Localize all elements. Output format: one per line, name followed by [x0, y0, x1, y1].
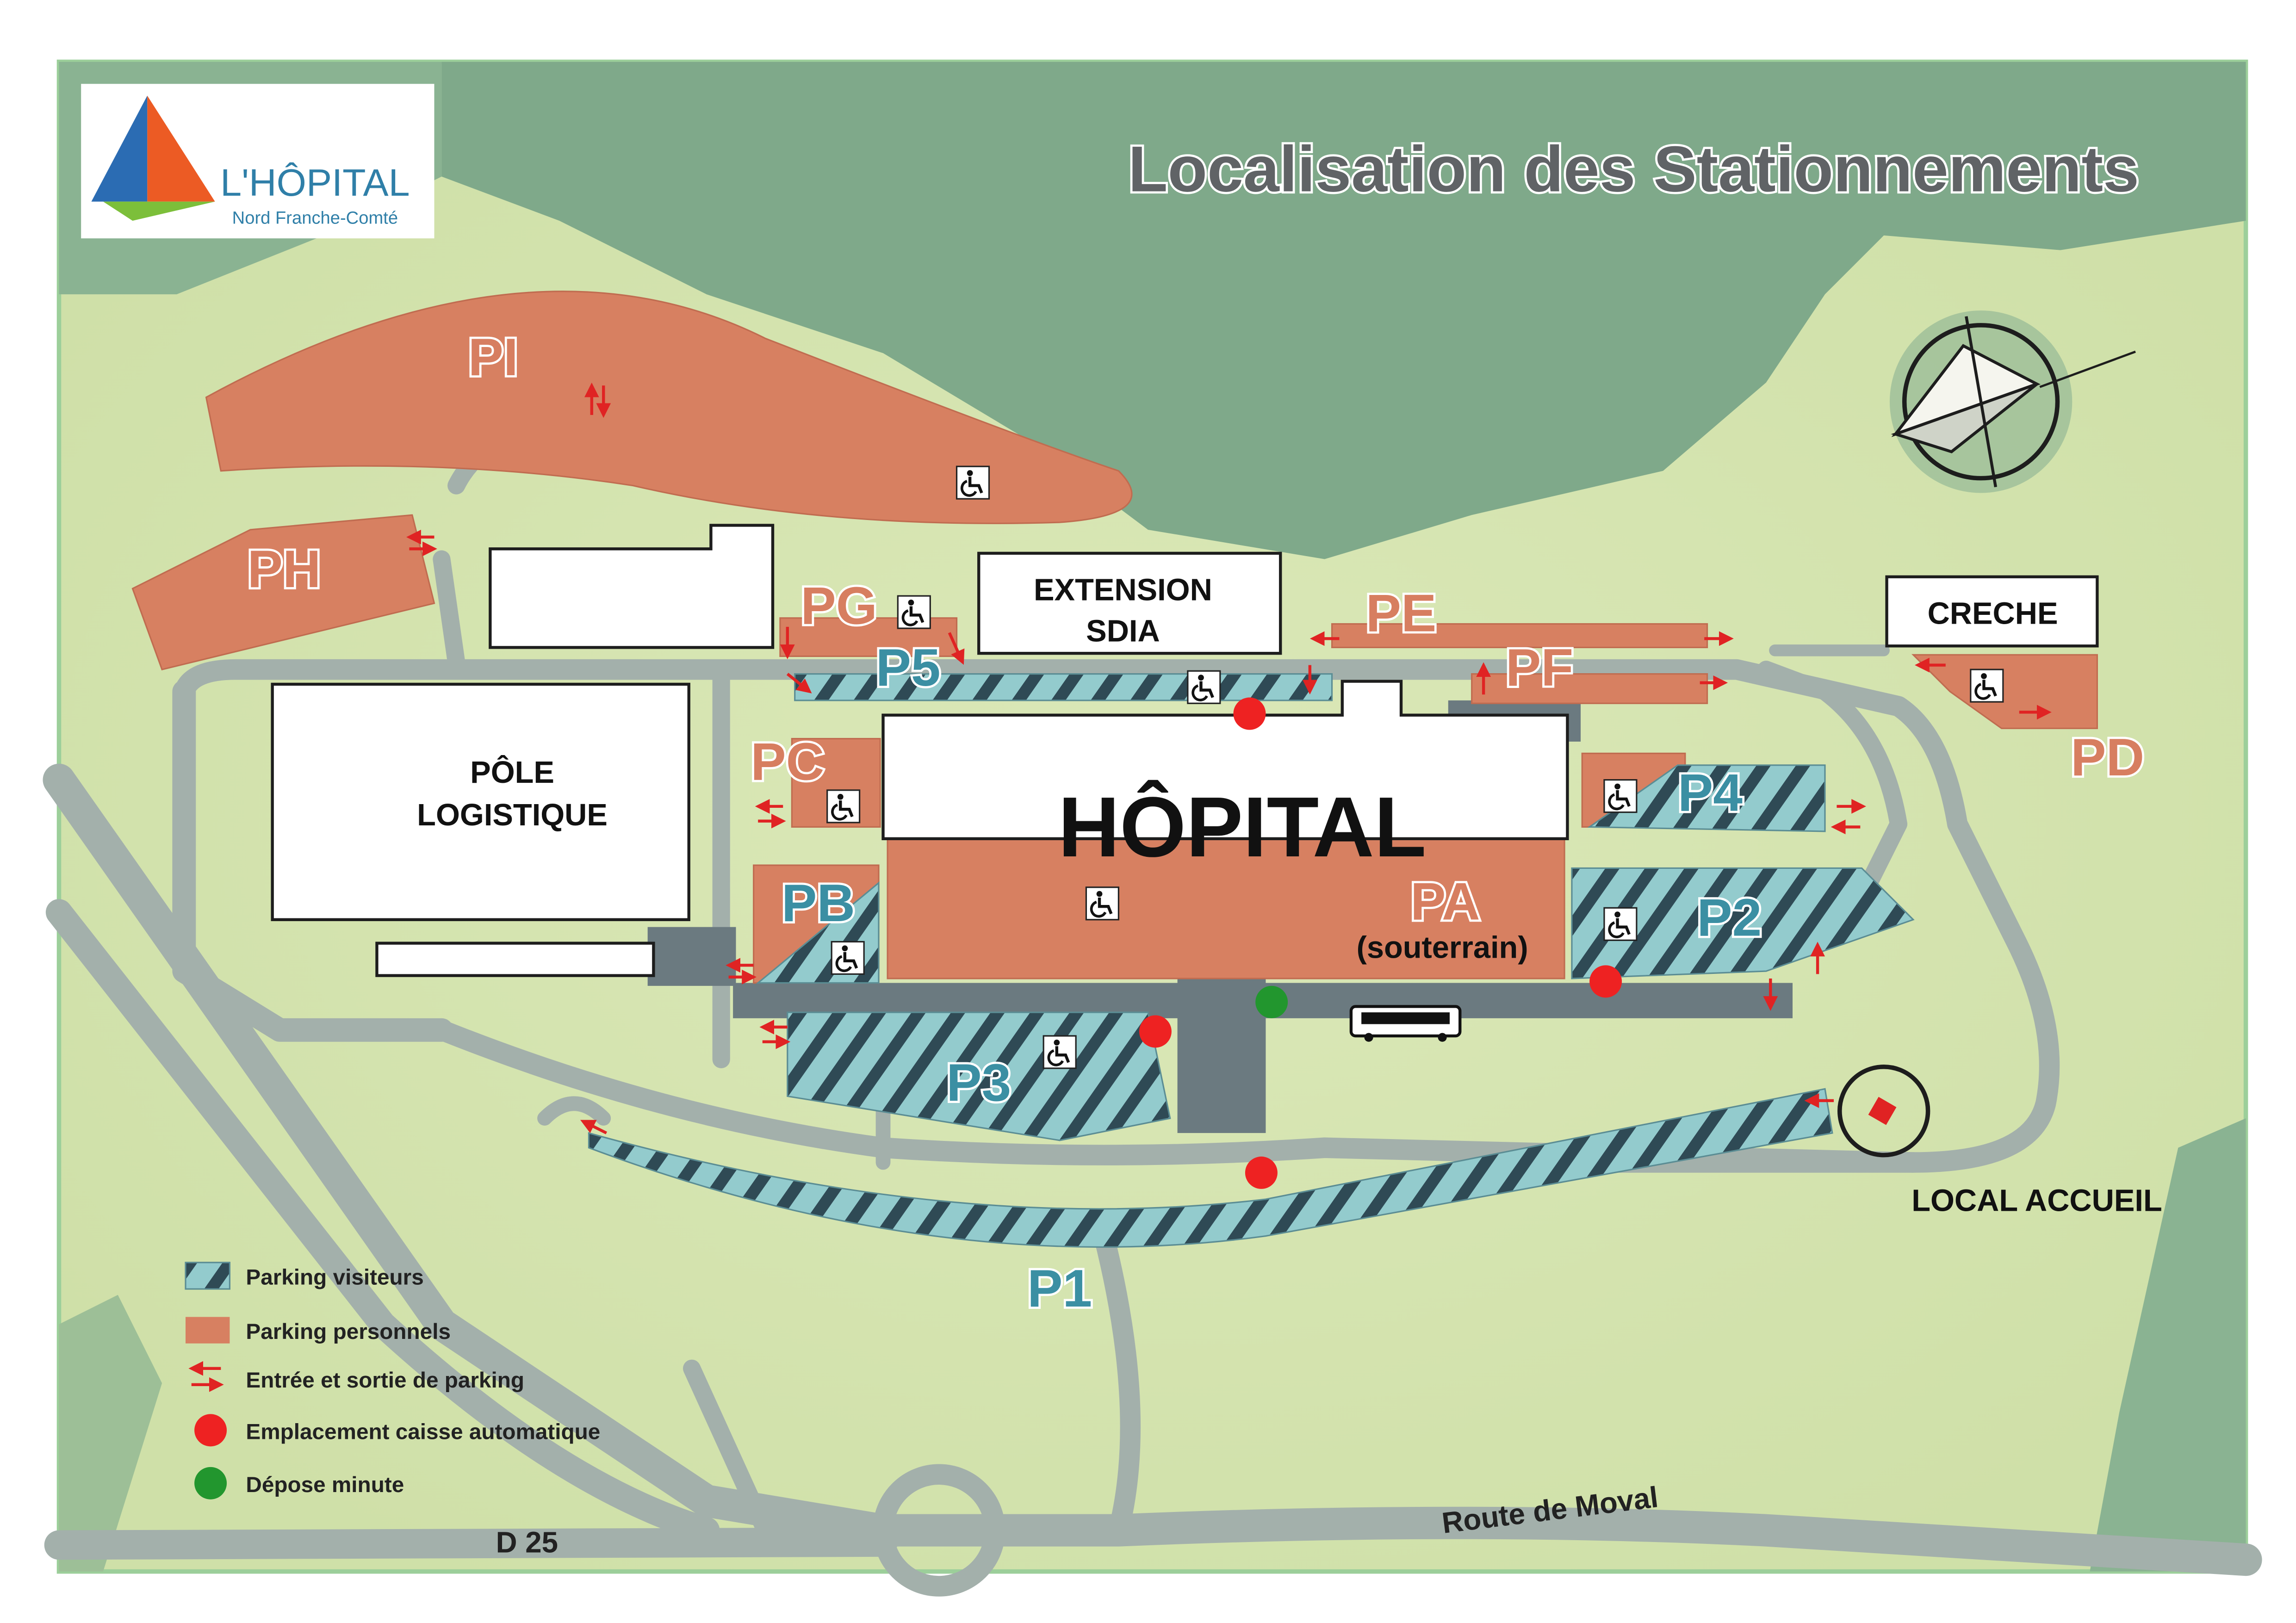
map-title: Localisation des Stationnements — [1128, 132, 2139, 205]
legend-arrow-label: Entrée et sortie de parking — [246, 1368, 524, 1393]
buildings — [271, 524, 2099, 977]
road-d25-label: D 25 — [496, 1526, 558, 1559]
label-pi: PI — [468, 328, 518, 387]
building-creche — [1885, 575, 2099, 648]
label-pd: PD — [2071, 728, 2144, 787]
legend-visitor-swatch — [185, 1262, 231, 1290]
roundabout — [873, 1464, 1005, 1597]
legend-dropoff-label: Dépose minute — [246, 1473, 404, 1497]
logo-name: L'HÔPITAL — [220, 161, 410, 204]
parking-pf — [1471, 673, 1708, 704]
label-pa: PA — [1410, 872, 1480, 931]
entry-exit-arrow-icons — [406, 382, 2052, 1134]
parking-pa — [887, 838, 1565, 979]
parking-p5 — [794, 673, 1333, 701]
legend-visitor-label: Parking visiteurs — [246, 1265, 423, 1290]
compass-rose-icon — [1889, 310, 2136, 493]
logo-subtitle: Nord Franche-Comté — [232, 208, 398, 228]
building-extension-label-2: SDIA — [1086, 614, 1160, 649]
label-p4: P4 — [1678, 763, 1743, 822]
building-pole-label-2: LOGISTIQUE — [417, 798, 608, 832]
parking-p4 — [1587, 764, 1826, 832]
parking-pe — [1331, 623, 1708, 648]
parking-ph — [131, 514, 435, 670]
building-creche-label: CRECHE — [1928, 596, 2058, 631]
building-hopital — [881, 680, 1569, 841]
parking-p1 — [588, 1088, 1833, 1248]
bus-icon — [1349, 1005, 1462, 1042]
local-accueil-label: LOCAL ACCUEIL — [1911, 1183, 2162, 1218]
hospital-logo-icon — [81, 84, 434, 239]
visitor-parking-labels: P1 P2 P3 P4 P5 — [874, 636, 1764, 1320]
payment-machine-markers — [1139, 697, 1622, 1189]
legend-staff-swatch — [186, 1317, 230, 1344]
legend-payment-label: Emplacement caisse automatique — [246, 1419, 600, 1444]
building-top-left — [489, 524, 775, 649]
building-pole-logistique — [271, 682, 690, 921]
legend: Parking visiteurs Parking personnels Ent… — [185, 1262, 600, 1499]
drop-off-marker — [1255, 985, 1288, 1018]
label-p3: P3 — [946, 1053, 1011, 1112]
legend-payment-swatch — [194, 1414, 227, 1447]
local-accueil-building — [1868, 1096, 1897, 1125]
personnel-parking-labels: PI PH PG PE PF PC PD PB PA — [245, 325, 2147, 935]
label-pc: PC — [751, 732, 824, 792]
label-pg: PG — [800, 576, 877, 635]
label-ph: PH — [248, 539, 321, 599]
road-network — [43, 403, 2262, 1576]
personnel-parkings — [131, 291, 2098, 984]
label-pf: PF — [1506, 638, 1573, 697]
label-pe: PE — [1366, 583, 1437, 643]
legend-dropoff-swatch — [194, 1467, 227, 1499]
parking-pi — [205, 291, 1133, 524]
local-accueil-marker — [1837, 1065, 1930, 1158]
label-p1: P1 — [1027, 1259, 1092, 1318]
building-extension-label-1: EXTENSION — [1034, 573, 1212, 607]
legend-staff-label: Parking personnels — [246, 1319, 451, 1344]
building-annex-strip — [375, 942, 655, 977]
building-extension — [977, 551, 1282, 655]
building-pole-label-1: PÔLE — [470, 755, 554, 790]
label-p5: P5 — [876, 638, 941, 697]
label-pa-note: (souterrain) — [1357, 930, 1528, 965]
label-p2: P2 — [1697, 888, 1762, 948]
label-pb: PB — [782, 873, 855, 933]
building-hopital-label: HÔPITAL — [1058, 780, 1427, 875]
parking-p2 — [1571, 867, 1915, 979]
